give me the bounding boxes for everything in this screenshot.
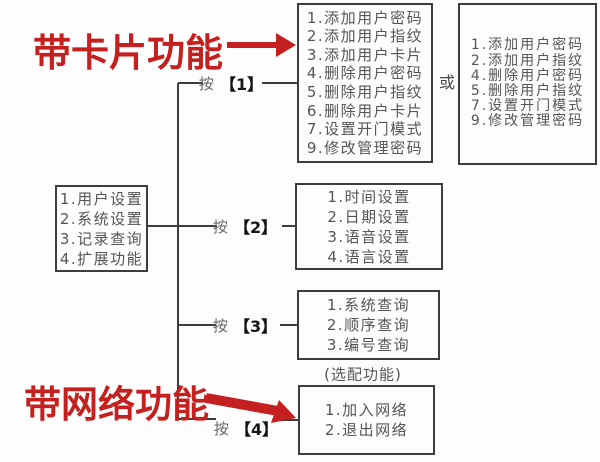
menu-item: 3.编号查询 — [326, 336, 411, 354]
main-menu-box: 1.用户设置 2.系统设置 3.记录查询 4.扩展功能 — [55, 185, 148, 272]
tree-lines — [148, 82, 298, 421]
menu-item: 3.语音设置 — [327, 227, 411, 246]
menu-item: 7.设置开门模式 — [306, 120, 424, 139]
optional-function-label: (选配功能) — [324, 365, 402, 384]
press-4-label: 按 【4】 — [214, 416, 278, 440]
menu-item: 5.删除用户指纹 — [470, 83, 585, 99]
press-2-prefix: 按 — [212, 217, 228, 236]
card-arrow-icon — [227, 33, 296, 57]
press-4-prefix: 按 — [213, 419, 229, 438]
press-3-key: 【3】 — [233, 317, 278, 336]
network-feature-callout: 带网络功能 — [24, 383, 209, 426]
menu-item: 2.系统设置 — [59, 209, 144, 228]
menu-item: 4.语言设置 — [327, 247, 411, 266]
or-label: 或 — [438, 73, 456, 92]
press-1-prefix: 按 — [198, 74, 214, 93]
press-2-key: 【2】 — [233, 218, 278, 237]
press-4-key: 【4】 — [234, 420, 279, 439]
network-box: 1.加入网络 2.退出网络 — [298, 385, 435, 455]
user-settings-card-box: 1.添加用户密码 2.添加用户指纹 3.添加用户卡片 4.删除用户密码 5.删除… — [297, 3, 433, 163]
menu-item: 6.删除用户卡片 — [306, 101, 424, 120]
network-arrow-icon — [205, 393, 296, 423]
menu-item: 1.系统查询 — [326, 296, 411, 314]
system-settings-box: 1.时间设置 2.日期设置 3.语音设置 4.语言设置 — [295, 183, 443, 270]
press-3-prefix: 按 — [212, 316, 228, 335]
menu-item: 1.用户设置 — [59, 189, 144, 208]
menu-item: 2.添加用户指纹 — [306, 27, 424, 46]
menu-item: 4.删除用户密码 — [306, 64, 424, 83]
menu-item: 2.顺序查询 — [326, 316, 411, 334]
menu-item: 5.删除用户指纹 — [306, 83, 424, 101]
press-2-label: 按 【2】 — [213, 214, 277, 238]
menu-item: 4.扩展功能 — [59, 249, 144, 268]
record-query-box: 1.系统查询 2.顺序查询 3.编号查询 — [297, 290, 440, 360]
menu-item: 2.添加用户指纹 — [470, 52, 585, 69]
card-feature-callout: 带卡片功能 — [33, 31, 224, 75]
menu-item: 1.添加用户密码 — [306, 8, 424, 27]
menu-item: 2.日期设置 — [327, 207, 411, 226]
menu-item: 1.时间设置 — [327, 187, 411, 206]
menu-item: 1.添加用户密码 — [470, 37, 585, 54]
press-1-key: 【1】 — [219, 75, 264, 94]
menu-item: 1.加入网络 — [324, 401, 409, 419]
menu-item: 2.退出网络 — [324, 421, 409, 439]
menu-item: 9.修改管理密码 — [306, 138, 424, 157]
menu-item: 3.添加用户卡片 — [306, 45, 424, 64]
user-settings-basic-box: 1.添加用户密码 2.添加用户指纹 4.删除用户密码 5.删除用户指纹 7.设置… — [458, 3, 597, 165]
press-3-label: 按 【3】 — [213, 313, 277, 337]
menu-item: 9.修改管理密码 — [470, 113, 585, 130]
press-1-label: 按 【1】 — [199, 71, 263, 95]
menu-item: 4.删除用户密码 — [470, 67, 585, 84]
menu-item: 7.设置开门模式 — [470, 98, 585, 115]
menu-item: 3.记录查询 — [59, 229, 144, 248]
